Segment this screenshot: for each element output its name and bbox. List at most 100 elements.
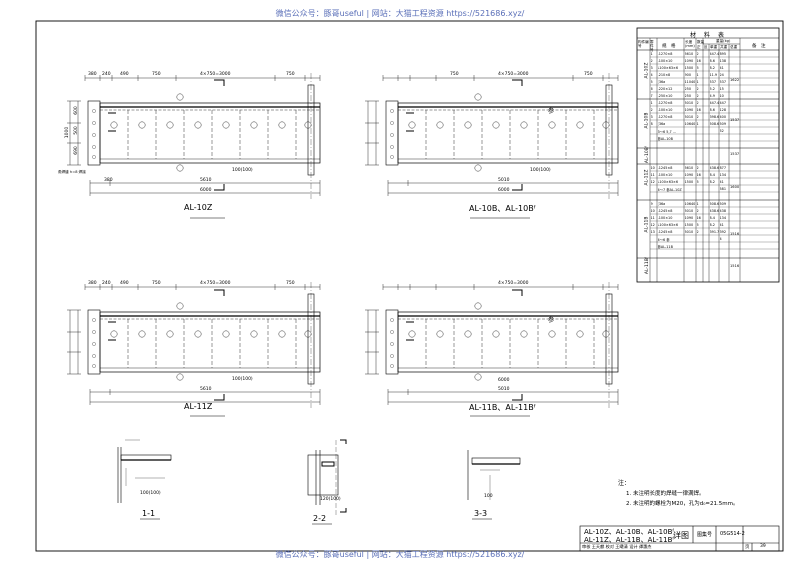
table-cell: 1090 (684, 216, 694, 220)
table-cell: L100×63×6 (657, 223, 679, 227)
notes-heading: 注： (618, 480, 631, 487)
group-total-al11bf: 1516 (730, 264, 740, 268)
view-title-al11z: AL-11Z (184, 402, 213, 411)
table-cell: 41 (719, 223, 724, 227)
table-cell: 10 (719, 94, 724, 98)
table-cell: 5010 (684, 209, 694, 213)
drawing-title-line-2: AL-11Z、AL-11B、AL-11Bᶠ (584, 536, 675, 544)
table-cell: 400 (719, 115, 726, 119)
table-cell: 12 (650, 180, 655, 184)
table-cell: 参AL-10B (657, 137, 673, 141)
th-sub-total: 共重 (720, 45, 728, 49)
th-length: 长度(mm) (685, 40, 695, 48)
section-title-2-2: 2-2 (313, 514, 327, 523)
table-cell: 16 (696, 59, 701, 63)
dim-sec1: 100(100) (140, 491, 161, 496)
watermark-top: 微信公众号：豚哥useful | 网站：大猫工程资源 https://52168… (275, 9, 525, 18)
table-cell: 10640 (684, 122, 696, 126)
table-cell: 8.4 (709, 173, 715, 177)
drawing-title-suffix: 详图 (673, 531, 689, 540)
table-cell: 134 (719, 173, 726, 177)
table-cell: 10 (650, 166, 655, 170)
dim-sec3: 100 (484, 494, 493, 499)
table-cell: -210×8 (657, 73, 671, 77)
table-cell: 2 (696, 94, 699, 98)
table-cell: 9 (650, 202, 653, 206)
table-cell: 11 (650, 173, 655, 177)
dim-left-h1: 600 (73, 106, 79, 115)
th-sub-grand: 总重 (730, 45, 738, 49)
table-cell: 4 (650, 73, 653, 77)
table-cell: 16 (696, 173, 701, 177)
table-cell: -1270×8 (657, 101, 673, 105)
table-cell: 3 (650, 66, 653, 70)
section-1-1-drawing (117, 439, 172, 503)
table-cell: 41 (719, 180, 724, 184)
page-label: 页 (745, 545, 750, 550)
table-cell: [36a (657, 122, 666, 126)
table-cell: 447 (719, 101, 726, 105)
table-cell: 41 (719, 66, 724, 70)
ref-mark-view2: 参 (548, 108, 555, 115)
section-3-3-drawing (467, 450, 521, 500)
table-cell: 2 (696, 209, 699, 213)
table-cell: 1500 (684, 66, 694, 70)
table-cell: 5010 (684, 230, 694, 234)
dim-top-view4-4: 4×750=3000 (498, 281, 529, 286)
dim-top-1: 380 (88, 72, 97, 77)
table-cell: 3～6 5,7 ... (657, 130, 677, 134)
table-cell: 8.6 (709, 108, 715, 112)
table-cell: 12 (650, 223, 655, 227)
view-title-al10b: AL-10B、AL-10Bᶠ (469, 204, 537, 213)
table-cell: -1270×8 (657, 52, 673, 56)
note-2: 2. 未注明的螺栓为M20，孔为d₀=21.5mm。 (626, 501, 739, 507)
table-cell: 2 (696, 87, 699, 91)
table-cell: 5.2 (709, 87, 715, 91)
table-cell: 1 (650, 52, 653, 56)
table-cell: [36a (657, 80, 666, 84)
table-cell: 1 (696, 122, 699, 126)
table-cell: 1 (696, 73, 699, 77)
view-title-al10z: AL-10Z (184, 203, 213, 212)
table-cell: 438.6 (709, 166, 720, 170)
table-cell: 16 (696, 108, 701, 112)
atlas-number: 05G514-2 (720, 531, 745, 537)
table-cell: 4～7 参AL-10Z (657, 188, 682, 192)
dim-left-h3: 690 (73, 146, 79, 155)
weld-note-1: 角焊缝 h=8 焊接 (58, 170, 86, 174)
th-sub-unit: 单重 (710, 45, 718, 49)
table-cell: 581 (719, 187, 726, 191)
material-table-grid (636, 27, 780, 283)
table-cell: -1245×8 (657, 166, 673, 170)
table-cell: 7 (650, 94, 653, 98)
dim-bottom-a: 5610 (200, 178, 212, 183)
table-cell: 508.6 (709, 122, 720, 126)
table-cell: 5610 (684, 52, 694, 56)
table-cell: 8.6 (709, 59, 715, 63)
table-cell: 447.4 (709, 52, 720, 56)
dim-left-h2: 500 (73, 126, 79, 135)
section-title-1-1: 1-1 (142, 509, 156, 518)
group-id-al10bf: AL-10Bᶠ (645, 145, 651, 164)
table-cell: 24 (719, 73, 724, 77)
th-sub-front: 正 (697, 45, 701, 49)
table-cell: 1 (696, 80, 699, 84)
table-cell: 11 (650, 216, 655, 220)
dim-top-view2-5: 750 (584, 72, 593, 77)
view-title-al11b: AL-11B、AL-11Bᶠ (469, 403, 537, 412)
group-id-al11z: AL-11Z (644, 169, 650, 186)
atlas-label: 图集号 (697, 532, 713, 538)
dim-overall-2: 6000 (498, 188, 510, 193)
dim-top-2: 240 (102, 72, 111, 77)
table-cell: 438.6 (709, 209, 720, 213)
table-cell: L100×63×6 (657, 180, 679, 184)
table-cell: 250 (684, 87, 691, 91)
dim-left-h4: 1000 (65, 126, 71, 139)
table-cell: 8.4 (709, 216, 715, 220)
dim-bottom-view3: 5610 (200, 387, 212, 392)
group-total-al10bf: 1537 (730, 152, 740, 156)
table-cell: 508.6 (709, 202, 720, 206)
table-cell: 5 (650, 80, 653, 84)
table-cell: 3 (650, 115, 653, 119)
